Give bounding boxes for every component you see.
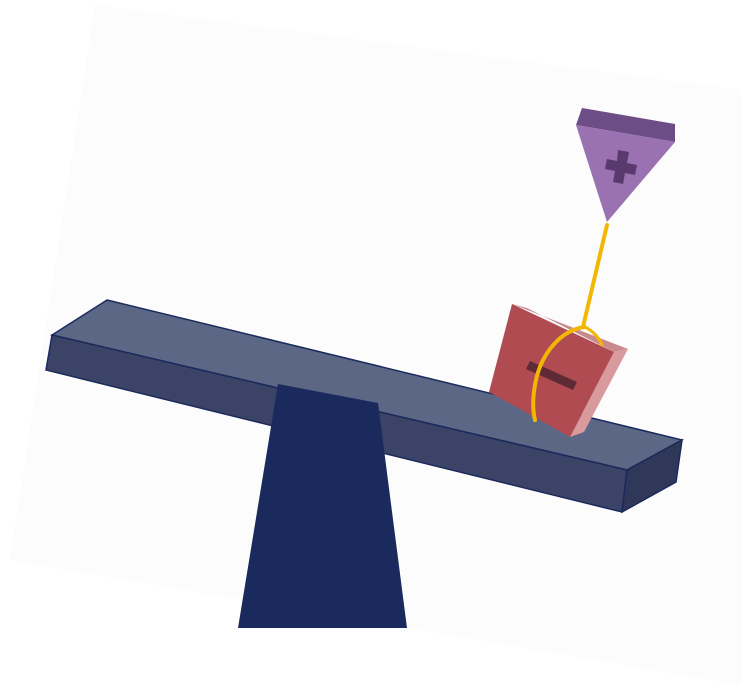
seesaw-diagram [0, 0, 741, 685]
